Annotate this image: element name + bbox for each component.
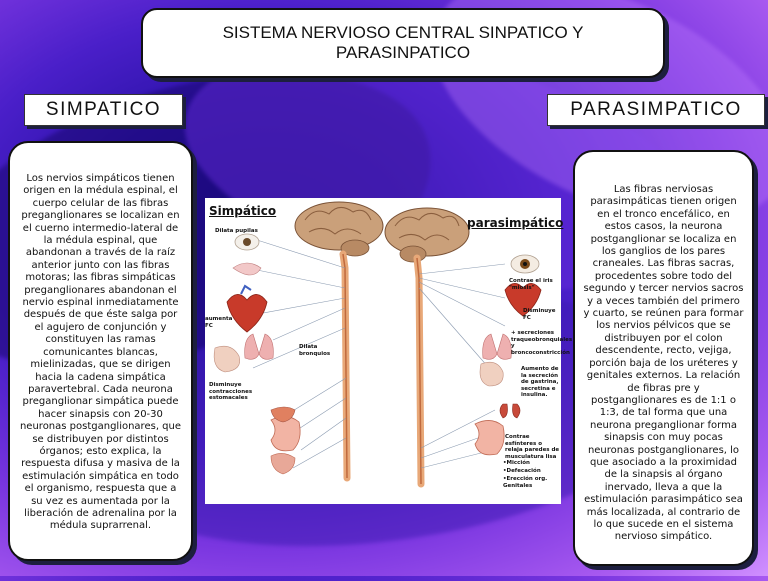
label-ereccion: •Erección org. Genitales — [503, 476, 548, 489]
label-miccion: •Micción — [503, 460, 530, 466]
heart-left-icon — [226, 284, 268, 333]
label-disminuye-contracciones: Disminuye contracciones estomacales — [209, 382, 253, 401]
title-box: SISTEMA NERVIOSO CENTRAL SINPATICO Y PAR… — [141, 8, 665, 78]
heart-right-icon — [504, 283, 542, 317]
label-dilata-bronquios: Dilata bronquios — [299, 344, 331, 357]
label-dilata-pupilas: Dilata pupilas — [215, 228, 258, 234]
eye-left-icon — [234, 233, 260, 251]
eye-right-icon — [510, 254, 540, 274]
label-secreciones: + secreciones traqueobronquiales y bronc… — [511, 330, 573, 356]
brain-left-icon — [294, 201, 384, 257]
simpatico-description-text: Los nervios simpáticos tienen origen en … — [19, 173, 182, 532]
parasimpatico-description-card: Las fibras nerviosas parasimpáticas tien… — [573, 150, 754, 566]
kidneys-icon — [499, 403, 521, 419]
label-disminuye-fc: Disminuye FC — [523, 308, 556, 321]
simpatico-description-card: Los nervios simpáticos tienen origen en … — [8, 141, 193, 561]
label-contrae-iris: Contrae el iris "miosis" — [509, 278, 553, 291]
intestine-right-icon — [474, 420, 505, 456]
stomach-right-icon — [479, 361, 504, 387]
intestine-left-icon — [270, 416, 301, 475]
diagram-heading-parasimpatico: parasimpático — [467, 216, 564, 230]
lungs-right-icon — [482, 333, 512, 360]
diagram-illustration — [213, 201, 542, 488]
salivary-gland-icon — [232, 262, 262, 276]
parasimpatico-label: PARASIMPATICO — [547, 94, 765, 126]
label-secrecion-gastrina: Aumento de la secreción de gastrina, sec… — [521, 366, 559, 398]
diagram-heading-simpatico: Simpático — [209, 204, 277, 218]
label-aumenta-fc: aumenta FC — [205, 316, 233, 329]
brain-right-icon — [384, 207, 470, 263]
simpatico-label: SIMPATICO — [24, 94, 183, 126]
page-title: SISTEMA NERVIOSO CENTRAL SINPATICO Y PAR… — [222, 23, 584, 62]
parasimpatico-description-text: Las fibras nerviosas parasimpáticas tien… — [583, 184, 744, 543]
lungs-left-icon — [244, 333, 274, 360]
bladder-left-icon — [270, 406, 296, 423]
label-contrae-esfinteres: Contrae esfínteres o relaja paredes de m… — [505, 434, 560, 460]
label-defecacion: •Defecación — [503, 468, 541, 474]
stomach-left-icon — [213, 345, 240, 373]
nervous-system-diagram: Simpático parasimpático Dilata pupilas a… — [205, 198, 573, 504]
